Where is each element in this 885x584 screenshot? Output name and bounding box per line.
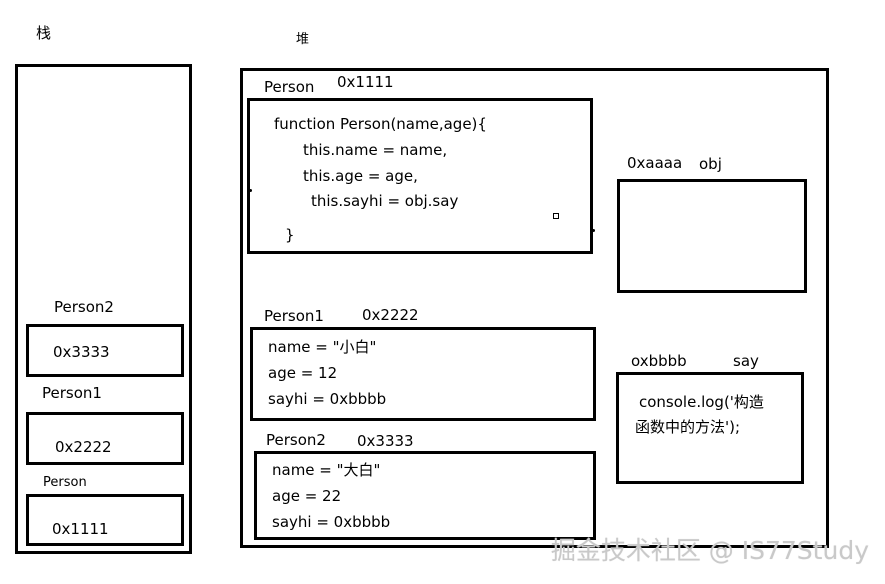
person1-address: 0x2222 [362, 306, 419, 324]
person2-name: Person2 [266, 431, 326, 449]
obj-box [617, 179, 807, 293]
person1-field-sayhi: sayhi = 0xbbbb [268, 390, 387, 408]
person1-box: name = "小白" age = 12 sayhi = 0xbbbb [250, 327, 596, 421]
person2-field-name: name = "大白" [272, 461, 381, 479]
stack-slot-value-person2: 0x3333 [53, 343, 110, 361]
stray-dot-left [249, 189, 252, 192]
stack-slot-label-person: Person [43, 475, 87, 490]
person2-field-age: age = 22 [272, 487, 342, 505]
stack-frame [15, 64, 192, 554]
person2-field-sayhi: sayhi = 0xbbbb [272, 513, 391, 531]
say-box: console.log('构造 函数中的方法'); [616, 372, 804, 484]
stack-slot-person2: 0x3333 [26, 324, 184, 377]
person-fn-name: Person [264, 78, 315, 96]
say-address: oxbbbb [631, 352, 687, 370]
say-code-line-1: console.log('构造 [639, 393, 764, 411]
person-fn-address: 0x1111 [337, 73, 394, 91]
stack-slot-value-person: 0x1111 [52, 520, 109, 538]
person2-address: 0x3333 [357, 432, 414, 450]
stray-dot-right [592, 229, 595, 232]
person-fn-code-line-5: } [285, 226, 295, 244]
stack-slot-label-person2: Person2 [54, 298, 114, 316]
stack-slot-label-person1: Person1 [42, 384, 102, 402]
heap-title: 堆 [296, 32, 310, 47]
say-name: say [733, 352, 759, 370]
person-fn-code-line-3: this.age = age, [303, 167, 418, 185]
obj-name: obj [699, 155, 722, 173]
person-fn-code-line-2: this.name = name, [303, 141, 448, 159]
person-fn-code-line-4: this.sayhi = obj.say [311, 192, 459, 210]
stack-slot-person: 0x1111 [26, 494, 184, 546]
person-fn-code-line-1: function Person(name,age){ [274, 115, 487, 133]
stack-slot-value-person1: 0x2222 [55, 438, 112, 456]
watermark: 掘金技术社区 @ IS77Study [550, 536, 869, 565]
person2-box: name = "大白" age = 22 sayhi = 0xbbbb [254, 451, 596, 540]
person1-field-name: name = "小白" [268, 338, 377, 356]
stray-square-mark [553, 213, 559, 219]
person1-field-age: age = 12 [268, 364, 338, 382]
person1-name: Person1 [264, 307, 324, 325]
obj-address: 0xaaaa [627, 154, 683, 172]
stack-slot-person1: 0x2222 [26, 412, 184, 465]
stack-title: 栈 [36, 24, 52, 42]
person-fn-box: function Person(name,age){ this.name = n… [247, 98, 593, 254]
say-code-line-2: 函数中的方法'); [635, 418, 741, 436]
